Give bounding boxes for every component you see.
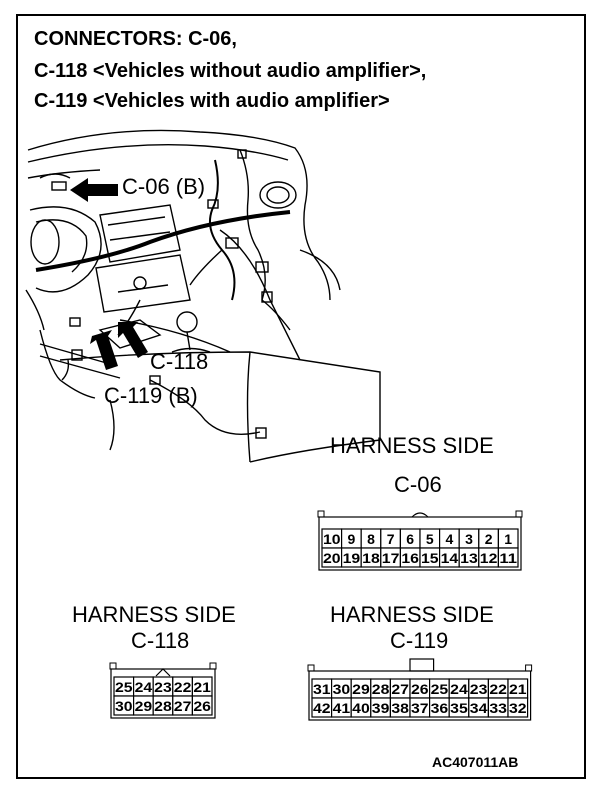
c06-pin-label: 6 [406, 531, 414, 547]
c118-pin-label: 24 [135, 679, 153, 695]
c06-pin-label: 8 [367, 531, 375, 547]
c119-pin-label: 40 [352, 700, 370, 716]
title-line-3: C-119 <Vehicles with audio amplifier> [34, 90, 390, 112]
c06-pin-label: 11 [499, 550, 517, 566]
c119-pin-label: 25 [431, 681, 449, 697]
c119-pin-label: 27 [391, 681, 409, 697]
c06-pin-label: 18 [362, 550, 380, 566]
c118-pin-label: 25 [115, 679, 133, 695]
c118-name-label: C-118 [131, 628, 190, 653]
c119-pin-label: 22 [489, 681, 507, 697]
c119-harness-side-label: HARNESS SIDE [330, 602, 494, 627]
c06-harness-side-label: HARNESS SIDE [330, 433, 494, 458]
c119-pin-label: 23 [470, 681, 488, 697]
c06-pin-label: 1 [504, 531, 512, 547]
c06-pin-label: 7 [387, 531, 395, 547]
c06-pin-label: 5 [426, 531, 434, 547]
c06-pin-label: 13 [460, 550, 478, 566]
c119-pin-label: 35 [450, 700, 468, 716]
c06-pin-label: 3 [465, 531, 473, 547]
title-line-2: C-118 <Vehicles without audio amplifier>… [34, 60, 427, 82]
callout-c06: C-06 (B) [122, 174, 206, 199]
c118-pin-label: 29 [135, 698, 153, 714]
c06-pin-label: 15 [421, 550, 439, 566]
title-line-1: CONNECTORS: C-06, [34, 28, 237, 50]
c06-pin-label: 14 [441, 550, 459, 566]
c119-pin-label: 33 [489, 700, 507, 716]
c118-harness-side-label: HARNESS SIDE [72, 602, 236, 627]
c118-pin-label: 30 [115, 698, 133, 714]
c06-pin-label: 10 [323, 531, 341, 547]
c06-pin-label: 17 [382, 550, 400, 566]
c119-pin-label: 28 [372, 681, 390, 697]
c119-pin-label: 38 [391, 700, 409, 716]
c119-pin-label: 41 [333, 700, 351, 716]
callout-c118: C-118 [150, 349, 209, 374]
c119-pin-label: 21 [509, 681, 527, 697]
c119-pin-label: 39 [372, 700, 390, 716]
c06-pin-label: 20 [323, 550, 341, 566]
c119-name-label: C-119 [390, 628, 449, 653]
c06-pin-label: 19 [343, 550, 361, 566]
callout-c119: C-119 (B) [104, 383, 198, 408]
c119-pin-label: 24 [450, 681, 468, 697]
c119-pin-label: 29 [352, 681, 370, 697]
c118-pin-label: 22 [174, 679, 192, 695]
c119-pin-label: 32 [509, 700, 527, 716]
c119-pin-label: 42 [313, 700, 331, 716]
c06-pin-label: 16 [401, 550, 419, 566]
c119-pin-label: 37 [411, 700, 429, 716]
c118-pin-label: 28 [154, 698, 172, 714]
c119-pin-label: 30 [333, 681, 351, 697]
c06-pin-label: 9 [348, 531, 356, 547]
c06-pin-cell [497, 547, 519, 568]
c06-pin-label: 12 [480, 550, 498, 566]
diagram-frame [16, 14, 586, 779]
c118-pin-label: 23 [154, 679, 172, 695]
c118-pin-label: 27 [174, 698, 192, 714]
c06-pin-label: 2 [485, 531, 493, 547]
c118-pin-cell [191, 695, 213, 716]
c06-pin-label: 4 [446, 531, 454, 547]
c119-pin-label: 36 [431, 700, 449, 716]
c118-pin-label: 21 [193, 679, 211, 695]
figure-code: AC407011AB [432, 754, 519, 770]
c119-pin-label: 34 [470, 700, 488, 716]
c06-name-label: C-06 [394, 472, 442, 497]
c119-pin-cell [507, 697, 529, 718]
c119-pin-label: 31 [313, 681, 331, 697]
c119-pin-label: 26 [411, 681, 429, 697]
c118-pin-label: 26 [193, 698, 211, 714]
